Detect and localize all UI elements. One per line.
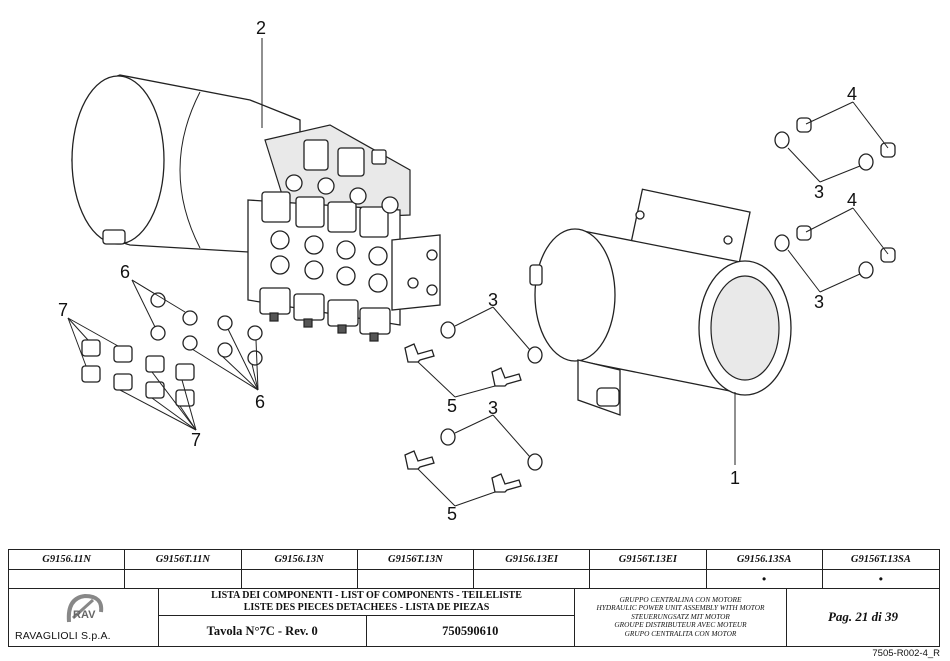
title-block: G9156.11N G9156T.11N G9156.13N G9156T.13… [8,549,940,647]
model-code: G9156T.11N [125,550,242,569]
washers-and-screws-center [404,321,543,493]
page-number: Pag. 21 di 39 [827,609,899,624]
description-line: STEUERUNGSATZ MIT MOTOR [631,611,730,621]
svg-text:RAV: RAV [73,609,96,621]
callout-4: 4 [847,84,857,104]
callout-3: 3 [488,290,498,310]
callout-3: 3 [814,292,824,312]
callout-1: 1 [730,468,740,488]
callout-7: 7 [191,430,201,450]
callout-numbers: 2 1 4 3 4 3 3 5 3 5 6 6 7 7 [58,18,857,524]
applicability-mark [358,569,474,588]
model-code: G9156.13EI [474,550,591,569]
info-row: RAV RAVAGLIOLI S.p.A. LISTA DEI COMPONEN… [9,588,939,646]
callout-3: 3 [488,398,498,418]
applicability-mark [242,569,358,588]
company-name: RAVAGLIOLI S.p.A. [15,630,111,642]
description-line: HYDRAULIC POWER UNIT ASSEMBLY WITH MOTOR [596,603,765,613]
model-code: G9156T.13SA [850,554,911,565]
applicability-mark: • [878,571,883,586]
applicability-mark [590,569,707,588]
applicability-mark [125,569,242,588]
callout-6: 6 [255,392,265,412]
callout-5: 5 [447,504,457,524]
washers-and-nuts-right [774,117,896,279]
description-line: GROUPE DISTRIBUTEUR AVEC MOTEUR [614,620,747,630]
model-codes-row: G9156.11N G9156T.11N G9156.13N G9156T.13… [9,550,939,570]
exploded-parts-drawing: 2 1 4 3 4 3 3 5 3 5 6 6 7 7 [58,18,896,524]
list-title-cell: LISTA DEI COMPONENTI - LIST OF COMPONENT… [159,588,575,646]
leader-lines [67,38,889,507]
assembly-description: GRUPPO CENTRALINA CON MOTORE HYDRAULIC P… [575,588,787,646]
applicability-mark [474,569,591,588]
ravaglioli-logo: RAV [66,593,104,623]
callout-2: 2 [256,18,266,38]
list-titles: LISTA DEI COMPONENTI - LIST OF COMPONENT… [159,588,574,616]
callout-4: 4 [847,190,857,210]
description-line: GRUPPO CENTRALINA CON MOTORE [619,594,742,604]
list-title-line1: LISTA DEI COMPONENTI - LIST OF COMPONENT… [211,590,522,601]
electric-motor [529,188,792,416]
company-logo-cell: RAV RAVAGLIOLI S.p.A. [9,588,159,646]
description-line: GRUPO CENTRALITA CON MOTOR [624,628,737,638]
applicability-mark [9,569,126,588]
callout-3: 3 [814,182,824,202]
document-reference: 7505-R002-4_R [872,648,940,659]
table-line: Tavola N°7C - Rev. 0 750590610 [159,616,574,646]
applicability-mark: • [707,569,823,588]
list-title-line2: LISTE DES PIECES DETACHEES - LISTA DE PI… [243,602,490,613]
applicability-row: • • [9,569,939,589]
model-code: G9156T.13N [358,550,474,569]
model-code: G9156.11N [9,550,126,569]
model-code: G9156.13SA [707,550,823,569]
model-code: G9156T.13EI [590,550,707,569]
part-code-number: 750590610 [442,623,499,638]
callout-7: 7 [58,300,68,320]
motor-valve-assembly [71,74,441,342]
orings-and-fittings [81,292,263,407]
callout-6: 6 [120,262,130,282]
callout-5: 5 [447,396,457,416]
table-number: Tavola N°7C - Rev. 0 [159,616,367,646]
model-code: G9156.13N [242,550,358,569]
